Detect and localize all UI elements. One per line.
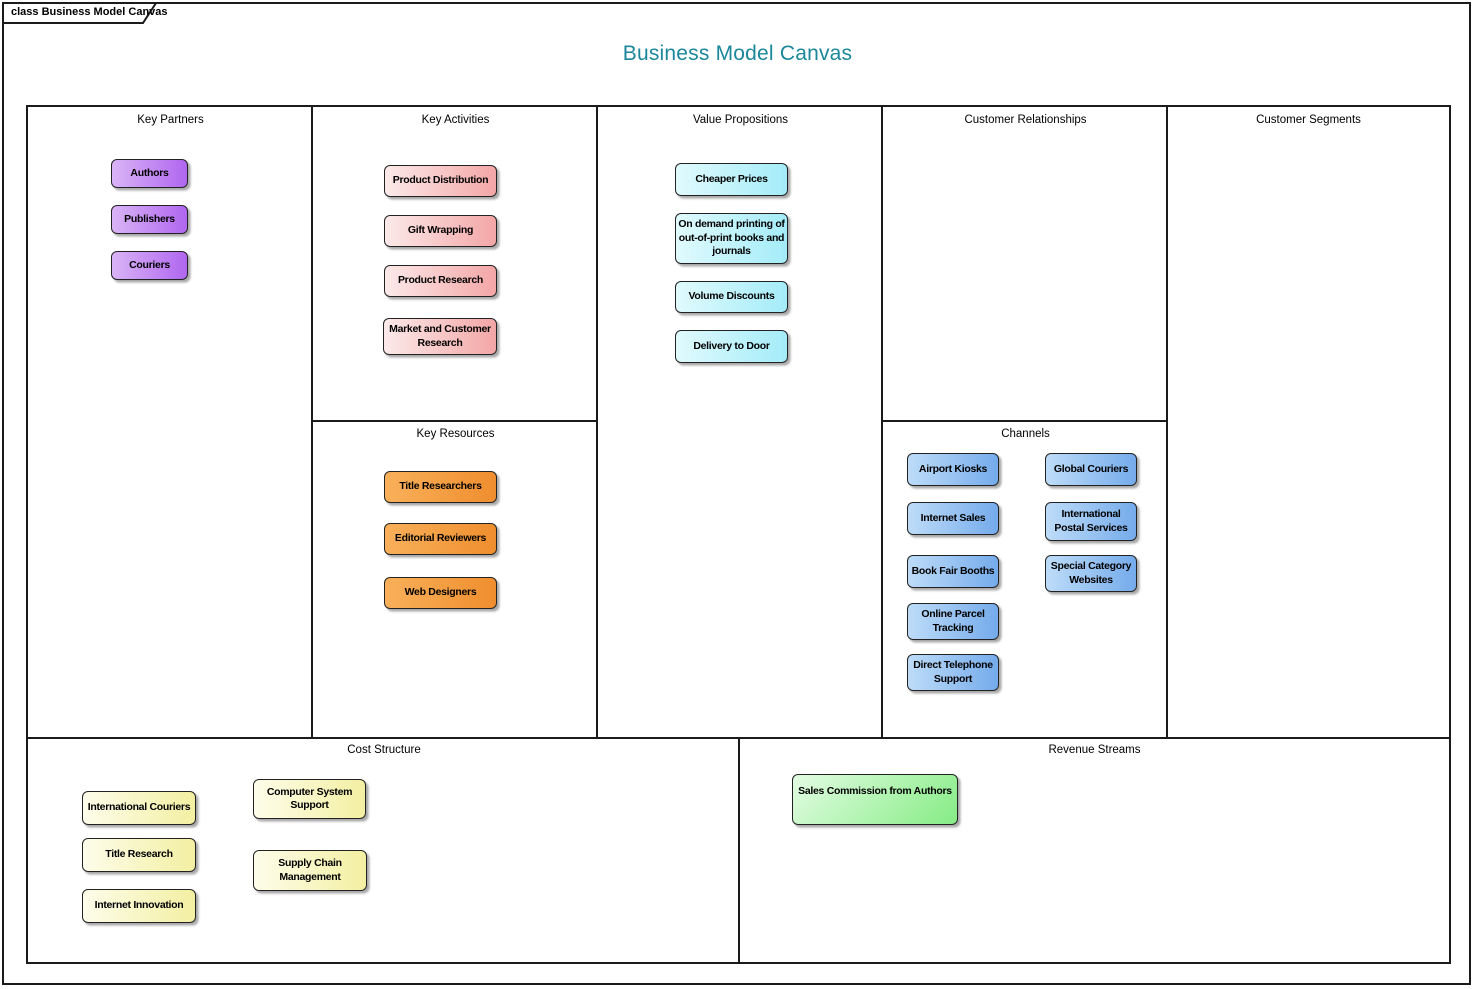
node-internet-sales[interactable]: Internet Sales [907,502,999,535]
node-couriers-label: Couriers [129,258,170,271]
node-publishers-label: Publishers [124,212,175,225]
node-direct-telephone-support-label: Direct Telephone Support [913,659,993,685]
node-publishers[interactable]: Publishers [111,205,188,234]
node-authors-label: Authors [130,166,169,179]
node-cheaper-prices-label: Cheaper Prices [695,172,768,185]
frame-tab-label: class Business Model Canvas [11,6,168,18]
node-market-customer-research-label: Market and Customer Research [389,323,491,349]
node-international-couriers[interactable]: International Couriers [82,791,196,825]
grid-divider-v3 [881,107,883,737]
node-global-couriers-label: Global Couriers [1053,462,1129,475]
node-global-couriers[interactable]: Global Couriers [1045,453,1137,486]
node-cheaper-prices[interactable]: Cheaper Prices [675,163,788,196]
node-title-researchers-label: Title Researchers [399,480,482,493]
node-title-research-label: Title Research [105,848,173,861]
node-online-parcel-tracking-label: Online Parcel Tracking [921,608,985,634]
section-label-cost-structure: Cost Structure [347,744,421,756]
node-airport-kiosks-label: Airport Kiosks [918,462,988,475]
node-gift-wrapping-label: Gift Wrapping [407,224,474,237]
node-gift-wrapping[interactable]: Gift Wrapping [384,215,497,247]
diagram-title: Business Model Canvas [622,42,853,65]
node-airport-kiosks[interactable]: Airport Kiosks [907,453,999,486]
node-product-research-label: Product Research [397,274,484,287]
section-label-key-activities: Key Activities [421,114,490,126]
node-product-distribution[interactable]: Product Distribution [384,165,497,197]
node-delivery-to-door-label: Delivery to Door [693,339,770,352]
node-computer-system-support[interactable]: Computer System Support [253,779,366,819]
section-label-customer-relationships: Customer Relationships [964,114,1087,126]
node-international-couriers-label: International Couriers [87,801,191,814]
node-internet-innovation-label: Internet Innovation [94,899,184,912]
section-label-key-partners: Key Partners [137,114,204,126]
node-book-fair-booths[interactable]: Book Fair Booths [907,555,999,588]
grid-divider-channels [881,420,1168,422]
canvas-grid: Key Partners Key Activities Value Propos… [26,105,1451,964]
grid-divider-v1 [311,107,313,737]
section-label-customer-segments: Customer Segments [1256,114,1361,126]
node-computer-system-support-label: Computer System Support [266,785,353,811]
node-web-designers-label: Web Designers [404,586,477,599]
section-label-value-propositions: Value Propositions [692,114,789,126]
node-special-category-websites-label: Special Category Websites [1050,560,1132,586]
section-label-revenue-streams: Revenue Streams [1048,744,1141,756]
node-direct-telephone-support[interactable]: Direct Telephone Support [907,654,999,691]
node-volume-discounts[interactable]: Volume Discounts [675,281,788,313]
grid-divider-cost-revenue [738,737,740,962]
node-internet-innovation[interactable]: Internet Innovation [82,889,196,923]
section-label-key-resources: Key Resources [416,428,495,440]
node-special-category-websites[interactable]: Special Category Websites [1045,555,1137,592]
node-supply-chain-management-label: Supply Chain Management [278,857,342,883]
node-delivery-to-door[interactable]: Delivery to Door [675,330,788,363]
node-title-researchers[interactable]: Title Researchers [384,471,497,503]
node-on-demand-printing[interactable]: On demand printing of out-of-print books… [675,213,788,264]
grid-divider-v4 [1166,107,1168,737]
node-title-research[interactable]: Title Research [82,838,196,872]
node-editorial-reviewers-label: Editorial Reviewers [394,532,487,545]
node-on-demand-printing-label: On demand printing of out-of-print books… [678,218,785,258]
node-international-postal-services[interactable]: International Postal Services [1045,502,1137,541]
node-book-fair-booths-label: Book Fair Booths [911,564,995,577]
node-international-postal-services-label: International Postal Services [1054,508,1128,534]
node-internet-sales-label: Internet Sales [920,511,986,524]
node-editorial-reviewers[interactable]: Editorial Reviewers [384,523,497,555]
node-sales-commission-from-authors[interactable]: Sales Commission from Authors [792,774,958,825]
grid-divider-v2 [596,107,598,737]
node-product-distribution-label: Product Distribution [392,174,489,187]
node-online-parcel-tracking[interactable]: Online Parcel Tracking [907,603,999,640]
node-supply-chain-management[interactable]: Supply Chain Management [253,850,367,891]
diagram-frame-tab: class Business Model Canvas [2,2,168,24]
node-volume-discounts-label: Volume Discounts [688,290,775,303]
node-sales-commission-from-authors-label: Sales Commission from Authors [798,784,952,797]
node-product-research[interactable]: Product Research [384,265,497,297]
node-web-designers[interactable]: Web Designers [384,577,497,609]
frame-tab-shape [2,2,158,24]
node-authors[interactable]: Authors [111,159,188,188]
section-label-channels: Channels [1001,428,1050,440]
node-couriers[interactable]: Couriers [111,251,188,280]
grid-divider-key-resources [311,420,598,422]
node-market-customer-research[interactable]: Market and Customer Research [383,318,497,355]
